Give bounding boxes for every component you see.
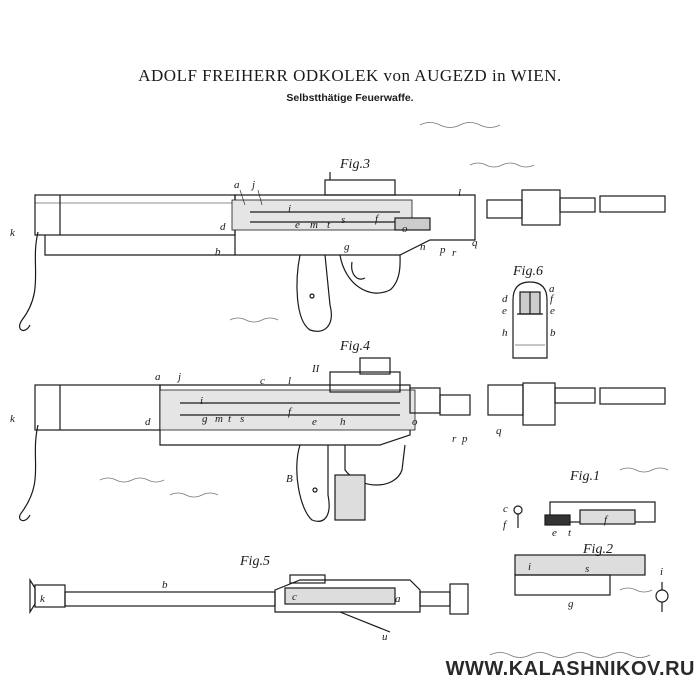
handwritten-notes — [99, 122, 669, 658]
fig5-label-k: k — [40, 593, 46, 605]
fig6-label-b: b — [550, 327, 556, 339]
fig4-label-o: o — [412, 416, 418, 428]
fig2-label-s: s — [585, 563, 589, 575]
fig3-label-i: i — [288, 203, 291, 215]
fig3-front-block — [521, 189, 561, 226]
fig3-label: Fig.3 — [339, 157, 370, 172]
fig6-label: Fig.6 — [512, 264, 543, 279]
fig3-label-p: p — [439, 244, 446, 256]
figure-4-drawing — [19, 357, 666, 522]
figure-5-drawing — [29, 574, 469, 633]
fig4-grip — [296, 444, 330, 522]
fig3-label-s: s — [341, 214, 345, 226]
fig4-label-j: j — [176, 371, 181, 383]
fig5-label-a: a — [395, 593, 401, 605]
fig4-label-q: q — [496, 425, 502, 437]
fig3-label-l: l — [458, 187, 461, 199]
fig3-hook — [19, 231, 39, 332]
fig3-label-o: o — [402, 223, 408, 235]
fig3-label-f: f — [375, 213, 380, 225]
fig3-label-n: n — [420, 241, 426, 253]
fig5-label-u: u — [382, 631, 388, 643]
fig4-label-k: k — [10, 413, 16, 425]
fig4-label-r: r — [452, 433, 457, 445]
fig3-grip — [296, 254, 332, 332]
fig1-label: Fig.1 — [569, 469, 600, 484]
fig3-muzzle — [599, 195, 666, 213]
patent-title: ADOLF FREIHERR ODKOLEK von AUGEZD in WIE… — [138, 66, 562, 85]
fig6-label-e2: e — [550, 305, 555, 317]
fig1-label-c: c — [503, 503, 508, 515]
fig1-label-f1: f — [503, 519, 508, 531]
fig5-label-c: c — [292, 591, 297, 603]
fig6-label-d: d — [502, 293, 508, 305]
fig3-label-a: a — [234, 179, 240, 191]
fig4-label-h: h — [340, 416, 346, 428]
fig3-label-k: k — [10, 227, 16, 239]
fig4-stock — [34, 384, 161, 431]
fig4-muzzle — [599, 387, 666, 405]
fig3-stock — [34, 194, 236, 236]
fig5-label: Fig.5 — [239, 554, 270, 569]
fig3-label-g: g — [344, 241, 350, 253]
figure-3-drawing — [19, 172, 666, 332]
fig1-label-e: e — [552, 527, 557, 539]
fig6-label-e1: e — [502, 305, 507, 317]
fig4-label-II: II — [311, 363, 321, 375]
fig5-barrel-casing — [64, 591, 276, 607]
fig1-label-f2: f — [604, 514, 609, 526]
fig2-label-i1: i — [528, 561, 531, 573]
figure-6-drawing — [512, 281, 548, 359]
fig5-receiver — [274, 579, 421, 613]
fig4-label-a: a — [155, 371, 161, 383]
fig2-label-i2: i — [660, 566, 663, 578]
fig4-label-s: s — [240, 413, 244, 425]
figure-2-drawing — [514, 554, 669, 612]
fig3-trigger-guard — [339, 254, 401, 294]
fig4-feed — [329, 371, 401, 393]
fig3-label-e: e — [295, 219, 300, 231]
fig6-label-a: a — [549, 283, 555, 295]
fig3-label-r: r — [452, 247, 457, 259]
fig3-label-d: d — [220, 221, 226, 233]
fig6-label-h: h — [502, 327, 508, 339]
fig4-label-c: c — [260, 375, 265, 387]
fig5-label-b: b — [162, 579, 168, 591]
fig3-label-j: j — [250, 179, 255, 191]
fig4-receiver — [159, 384, 411, 446]
fig3-label-t: t — [327, 219, 331, 231]
fig2-label-g: g — [568, 598, 574, 610]
fig3-label-q: q — [472, 237, 478, 249]
patent-subtitle: Selbstthätige Feuerwaffe. — [286, 92, 414, 104]
fig4-label-g: g — [202, 413, 208, 425]
fig4-label: Fig.4 — [339, 339, 370, 354]
fig4-label-m: m — [215, 413, 223, 425]
fig4-front-block — [522, 382, 556, 426]
figure-1-drawing — [513, 501, 656, 528]
fig4-label-l: l — [288, 375, 291, 387]
fig4-label-d: d — [145, 416, 151, 428]
fig4-label-p: p — [461, 433, 468, 445]
fig4-label-i: i — [200, 395, 203, 407]
fig1-label-t: t — [568, 527, 572, 539]
fig4-hook — [19, 424, 39, 522]
fig4-label-B: B — [286, 473, 293, 485]
fig4-label-e: e — [312, 416, 317, 428]
fig6-label-f: f — [550, 293, 555, 305]
fig3-label-m: m — [310, 219, 318, 231]
fig3-label-b: b — [215, 246, 221, 258]
fig2-label: Fig.2 — [582, 542, 613, 557]
fig4-trigger-guard — [344, 444, 406, 486]
fig5-front-block — [449, 583, 469, 615]
fig4-label-f: f — [288, 406, 293, 418]
fig4-label-t: t — [228, 413, 232, 425]
watermark: WWW.KALASHNIKOV.RU — [445, 658, 695, 680]
